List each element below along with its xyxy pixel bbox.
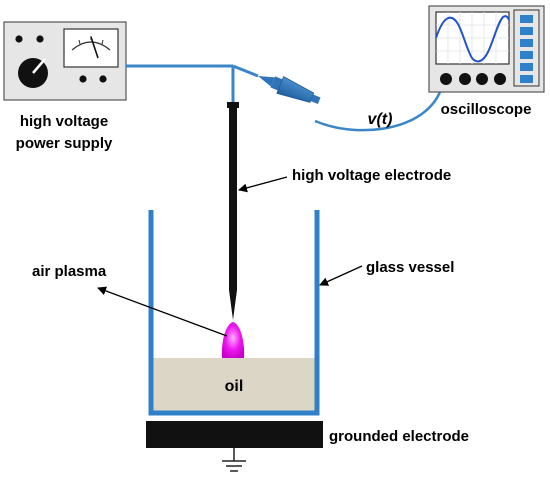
hv-wire bbox=[126, 64, 259, 103]
ground-symbol-icon bbox=[222, 448, 246, 472]
glass-vessel bbox=[148, 210, 320, 416]
probe-cable bbox=[314, 85, 444, 132]
voltage-probe-icon bbox=[258, 76, 321, 104]
oscilloscope-icon bbox=[428, 5, 545, 93]
grounded-electrode-plate bbox=[146, 421, 323, 448]
oscilloscope-waveform bbox=[435, 15, 510, 63]
label-signal-vt: v(t) bbox=[368, 111, 393, 128]
arrow-air-plasma bbox=[97, 286, 228, 337]
label-hv-electrode: high voltage electrode bbox=[292, 167, 451, 184]
power-supply-icon bbox=[3, 21, 127, 101]
label-grounded-electrode: grounded electrode bbox=[329, 428, 469, 445]
arrow-hv-electrode bbox=[238, 176, 288, 193]
label-air-plasma: air plasma bbox=[32, 263, 107, 280]
arrow-glass-vessel bbox=[319, 265, 363, 286]
air-plasma-discharge bbox=[221, 322, 245, 358]
label-oscilloscope: oscilloscope bbox=[441, 101, 532, 118]
high-voltage-electrode bbox=[227, 102, 239, 320]
oil-layer bbox=[152, 358, 316, 412]
label-glass-vessel: glass vessel bbox=[366, 259, 454, 276]
label-power-supply-line2: power supply bbox=[16, 135, 113, 152]
label-oil: oil bbox=[225, 378, 244, 395]
label-power-supply-line1: high voltage bbox=[20, 113, 108, 130]
